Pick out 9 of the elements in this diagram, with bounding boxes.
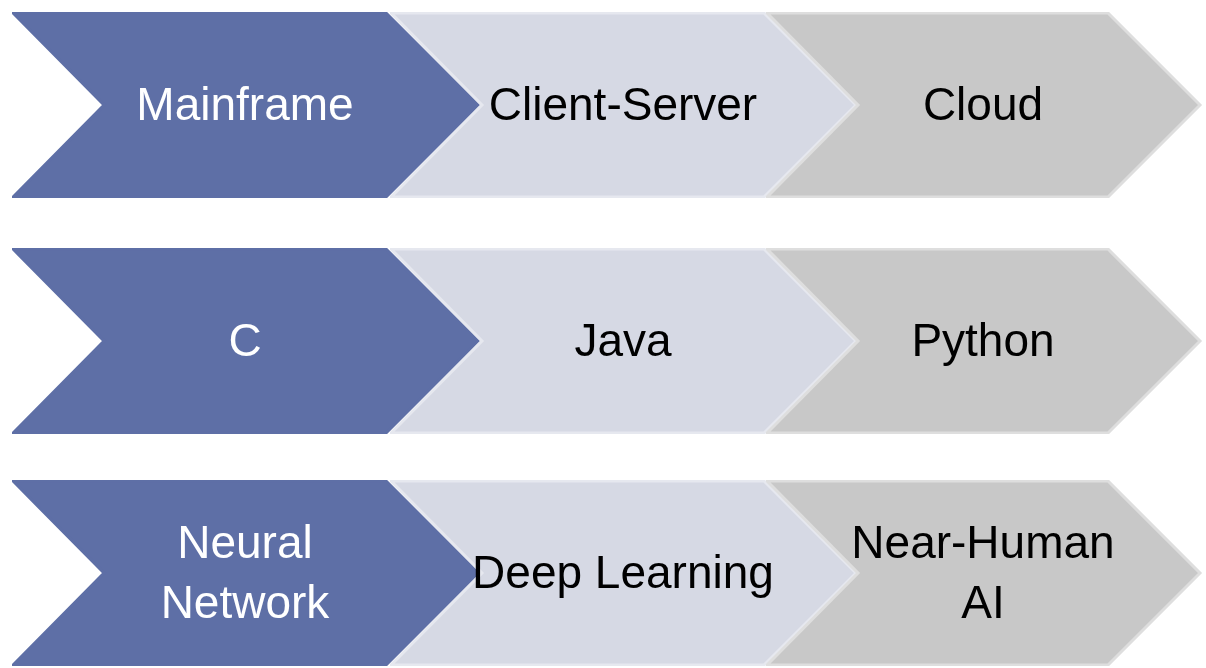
stage-label: Client-Server (488, 77, 758, 133)
stage-label: Java (574, 313, 672, 369)
stage-label: Cloud (922, 77, 1044, 133)
stage-label: Mainframe (136, 77, 354, 133)
stage-label: Deep Learning (472, 545, 774, 601)
stage-label: Neural Network (159, 515, 331, 630)
stage-label: Near-Human AI (850, 515, 1116, 630)
stage-label: Python (911, 313, 1055, 369)
stage-label: C (228, 313, 262, 369)
